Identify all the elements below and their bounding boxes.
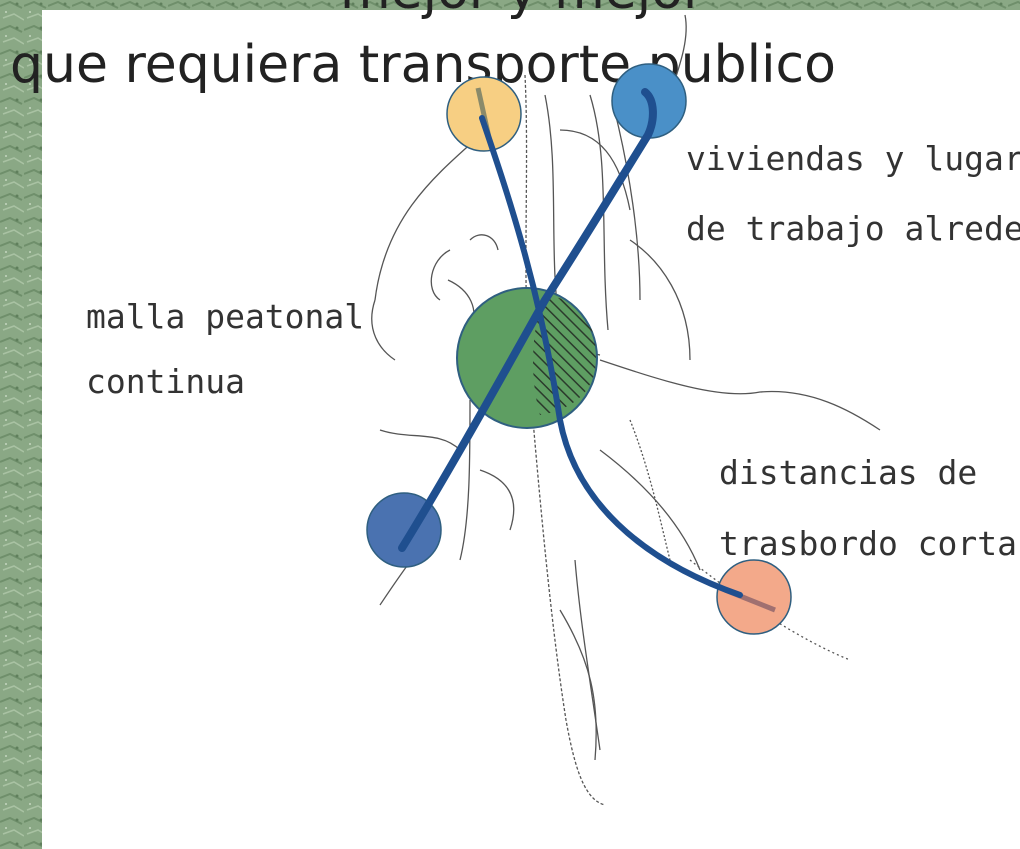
hatched-area: [533, 295, 596, 415]
label-housing-line2: de trabajo alrededor: [686, 209, 1020, 248]
label-transfer-line2: trasbordo cortas: [719, 524, 1020, 563]
node-peach: [716, 559, 792, 635]
label-housing-line1: viviendas y lugares: [686, 139, 1020, 178]
label-pedestrian-mesh-line1: malla peatonal: [86, 297, 364, 336]
diagram-panel: [42, 10, 1020, 849]
label-pedestrian-mesh-line2: continua: [86, 362, 245, 401]
route-line-thick: [398, 88, 657, 552]
label-transfer-line1: distancias de: [719, 453, 977, 492]
slide-title: que requiera transporte publico: [10, 35, 836, 95]
route-line-thin: [479, 115, 743, 598]
slide-title-cutoff: mejor y mejor: [340, 0, 705, 21]
